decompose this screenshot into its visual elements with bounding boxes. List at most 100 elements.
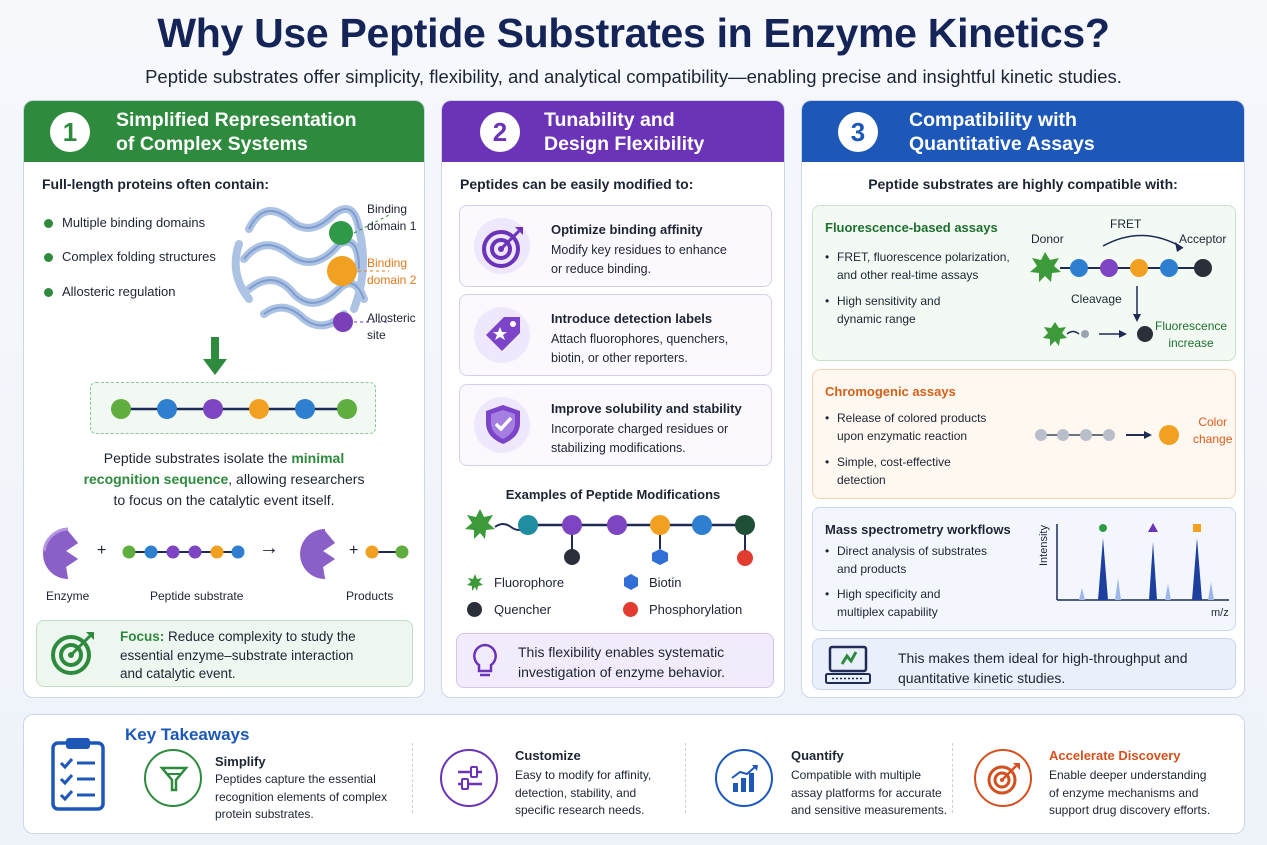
key-takeaways-section: Key Takeaways Simplify Peptides capture …: [23, 714, 1245, 834]
separator: [952, 743, 953, 813]
biotin-marker: [652, 549, 668, 565]
ideal-note-line2: quantitative kinetic studies.: [898, 670, 1066, 686]
card-stability-title: Improve solubility and stability: [551, 401, 742, 416]
mass-b2-line2: multiplex capability: [837, 605, 938, 619]
card-affinity-title: Optimize binding affinity: [551, 222, 703, 237]
panel1-title: Simplified Representation of Complex Sys…: [116, 108, 357, 156]
fluorescence-bullet-2: High sensitivity and dynamic range: [825, 292, 941, 328]
fluorescence-title: Fluorescence-based assays: [825, 220, 998, 235]
card-stability-line2: stabilizing modifications.: [551, 441, 686, 455]
fluor-b1-line1: FRET, fluorescence polarization,: [837, 250, 1010, 264]
quencher-legend-icon: [467, 602, 482, 617]
fluorophore-marker: [465, 509, 495, 539]
label-donor: Donor: [1031, 232, 1064, 246]
label-fluorescence-increase: Fluorescence increase: [1155, 318, 1227, 352]
panel2-title-line1: Tunability and: [544, 109, 675, 131]
fluorophore-legend-icon: [467, 574, 483, 591]
quantify-icon-circle: [715, 749, 773, 807]
phosphorylation-legend-icon: [623, 602, 638, 617]
takeaway-simplify-text: Peptides capture the essential recogniti…: [215, 771, 387, 824]
bar-chart-icon: [731, 765, 758, 792]
legend-fluorophore: Fluorophore: [494, 575, 565, 590]
label-allosteric-a: Allosteric: [367, 311, 416, 325]
chromogenic-illustration: [1035, 425, 1179, 445]
card-labels-title: Introduce detection labels: [551, 311, 713, 326]
chromogenic-title: Chromogenic assays: [825, 384, 956, 399]
panel2-number: 2: [480, 112, 520, 152]
modification-card-affinity: Optimize binding affinity Modify key res…: [459, 205, 772, 287]
bullet-dot: [44, 219, 53, 228]
clipboard-checklist-icon: [51, 738, 105, 811]
fluorescence-assay-box: Fluorescence-based assays FRET, fluoresc…: [812, 205, 1236, 361]
biotin-legend-icon: [624, 574, 638, 590]
focus-text: Focus: Reduce complexity to study the es…: [120, 628, 356, 684]
funnel-icon: [159, 766, 189, 792]
fluor-b2-line2: dynamic range: [837, 312, 916, 326]
accelerate-icon-circle: [974, 749, 1032, 807]
panel3-header: 3 Compatibility with Quantitative Assays: [802, 101, 1244, 162]
quantify-line2: assay platforms for accurate: [791, 785, 942, 800]
label-products: Products: [346, 589, 394, 603]
card-labels-line2: biotin, or other reporters.: [551, 351, 688, 365]
lightbulb-icon: [473, 643, 497, 677]
page-subtitle: Peptide substrates offer simplicity, fle…: [145, 66, 1122, 87]
takeaway-simplify-title: Simplify: [215, 754, 266, 769]
chromo-result-line1: Color: [1198, 415, 1228, 429]
label-fret: FRET: [1110, 217, 1142, 231]
modification-card-labels: Introduce detection labels Attach fluoro…: [459, 294, 772, 376]
takeaway-accelerate-text: Enable deeper understanding of enzyme me…: [1049, 767, 1210, 820]
bullet-dot: [44, 288, 53, 297]
ideal-note: This makes them ideal for high-throughpu…: [898, 648, 1188, 688]
target-icon: [51, 632, 94, 675]
protein-structure-illustration: [231, 205, 390, 332]
desc-highlight1: minimal: [291, 450, 345, 466]
focus-line1: Reduce complexity to study the: [164, 629, 356, 644]
label-binding1-b: domain 1: [367, 219, 417, 233]
fluor-b2-line1: High sensitivity and: [837, 294, 941, 308]
chromogenic-bullet-1: Release of colored products upon enzymat…: [825, 409, 986, 445]
simplify-line1: Peptides capture the essential: [215, 772, 376, 786]
plus-sign: +: [349, 542, 359, 559]
card-labels-line1: Attach fluorophores, quenchers,: [551, 332, 729, 346]
fluorescence-bullet-1: FRET, fluorescence polarization, and oth…: [825, 248, 1010, 284]
fluor-result-line1: Fluorescence: [1155, 319, 1228, 333]
takeaway-quantify-title: Quantify: [791, 748, 844, 763]
panel-simplified-representation: 1 Simplified Representation of Complex S…: [23, 100, 425, 698]
chromo-b1-line2: upon enzymatic reaction: [837, 429, 968, 443]
takeaway-customize-title: Customize: [515, 748, 581, 763]
label-binding-domain-1: Binding domain 1: [367, 201, 416, 235]
takeaway-customize-text: Easy to modify for affinity, detection, …: [515, 767, 651, 820]
customize-icon-circle: [440, 749, 498, 807]
bullet-folding: Complex folding structures: [62, 249, 216, 264]
chromogenic-assay-box: Chromogenic assays Release of colored pr…: [812, 369, 1236, 499]
legend-quencher: Quencher: [494, 602, 552, 617]
simplify-line2: recognition elements of complex: [215, 789, 388, 804]
focus-label: Focus:: [120, 629, 165, 644]
sliders-icon: [458, 766, 482, 790]
label-allosteric-b: site: [367, 328, 386, 342]
panel3-number: 3: [838, 112, 878, 152]
accelerate-line1: Enable deeper understanding: [1049, 768, 1207, 782]
label-peptide-substrate: Peptide substrate: [150, 589, 244, 603]
binding-domain-1-marker: [329, 221, 353, 245]
quantify-line1: Compatible with multiple: [791, 768, 922, 782]
ideal-note-box: [812, 638, 1236, 690]
mass-spec-bullet-1: Direct analysis of substrates and produc…: [825, 542, 987, 578]
desc-part2: , allowing researchers: [228, 471, 365, 487]
label-cleavage: Cleavage: [1071, 292, 1122, 306]
bullet-binding-domains: Multiple binding domains: [62, 215, 206, 230]
chromogenic-bullet-2: Simple, cost-effective detection: [825, 453, 951, 489]
desc-highlight2: recognition sequence: [83, 471, 229, 487]
chromo-b2-line2: detection: [837, 473, 886, 487]
panel1-number: 1: [50, 112, 90, 152]
panel1-description: Peptide substrates isolate the minimal r…: [24, 448, 424, 511]
examples-title: Examples of Peptide Modifications: [505, 487, 721, 502]
mass-b1-line2: and products: [837, 562, 907, 576]
target-icon: [482, 227, 523, 268]
shield-check-icon: [486, 405, 520, 444]
reaction-scheme: [42, 527, 409, 580]
reaction-arrow: →: [259, 537, 279, 559]
down-arrow-icon: [203, 337, 227, 375]
fret-illustration: [1030, 234, 1212, 346]
label-allosteric-site: Allosteric site: [367, 310, 416, 344]
